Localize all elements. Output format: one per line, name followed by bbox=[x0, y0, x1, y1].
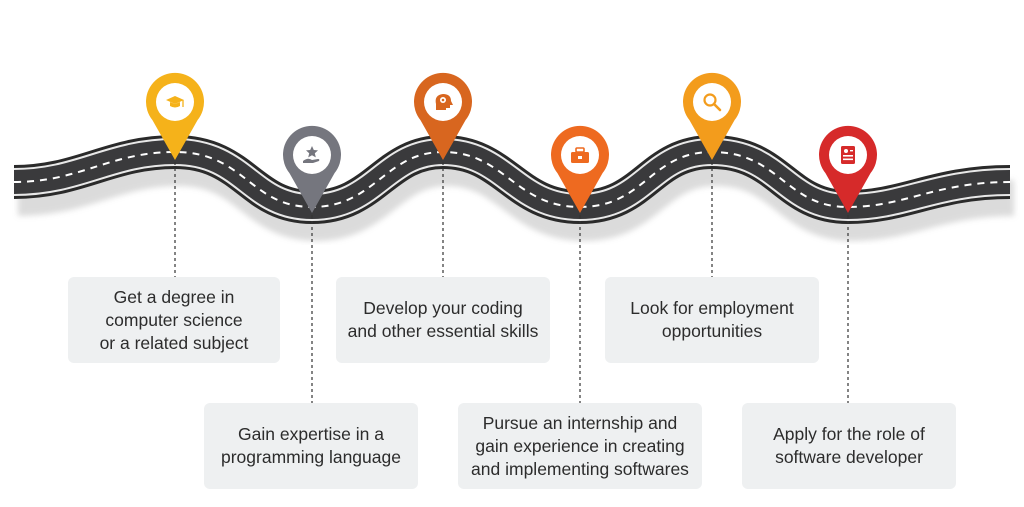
step-text: Apply for the role of software developer bbox=[773, 423, 925, 469]
head-gears-icon bbox=[435, 94, 453, 110]
step-text-line: opportunities bbox=[661, 321, 763, 341]
map-pin-5 bbox=[683, 72, 741, 160]
step-text: Gain expertise in a programming language bbox=[221, 423, 401, 469]
map-pin-4 bbox=[551, 125, 609, 213]
map-pin-inner-circle bbox=[693, 83, 731, 121]
step-text-line: and implementing softwares bbox=[471, 458, 689, 479]
step-text-line: and other essential skills bbox=[347, 321, 539, 341]
step-box-3: Develop your coding and other essential s… bbox=[336, 277, 550, 363]
step-text-line: Gain expertise in a bbox=[238, 424, 384, 444]
hand-star-icon bbox=[303, 146, 320, 163]
step-text-line: software developer bbox=[775, 447, 923, 467]
step-box-5: Look for employment opportunities bbox=[605, 277, 819, 363]
step-text-line: computer science bbox=[105, 309, 243, 330]
step-box-6: Apply for the role of software developer bbox=[742, 403, 956, 489]
graduation-cap-icon bbox=[166, 96, 184, 108]
step-text: Develop your coding and other essential s… bbox=[348, 297, 539, 343]
step-text-line: Develop your coding bbox=[363, 298, 523, 318]
road-center-line bbox=[13, 150, 1011, 209]
map-pin-3 bbox=[414, 72, 472, 160]
step-box-2: Gain expertise in a programming language bbox=[204, 403, 418, 489]
step-text-line: Pursue an internship and bbox=[482, 412, 678, 433]
map-pin-2 bbox=[283, 125, 341, 213]
step-text-line: Get a degree in bbox=[113, 286, 235, 307]
step-text-line: or a related subject bbox=[99, 332, 249, 353]
map-pin-6 bbox=[819, 125, 877, 213]
map-pin-1 bbox=[146, 72, 204, 160]
search-icon bbox=[703, 93, 722, 112]
briefcase-icon bbox=[571, 147, 589, 163]
step-text: Look for employment opportunities bbox=[630, 297, 793, 343]
step-text-line: programming language bbox=[221, 447, 401, 467]
resume-document-icon bbox=[841, 146, 855, 164]
step-text-line: Look for employment bbox=[630, 298, 794, 318]
step-text-line: Apply for the role of bbox=[773, 424, 925, 444]
step-text-line: gain experience in creating bbox=[475, 435, 685, 456]
